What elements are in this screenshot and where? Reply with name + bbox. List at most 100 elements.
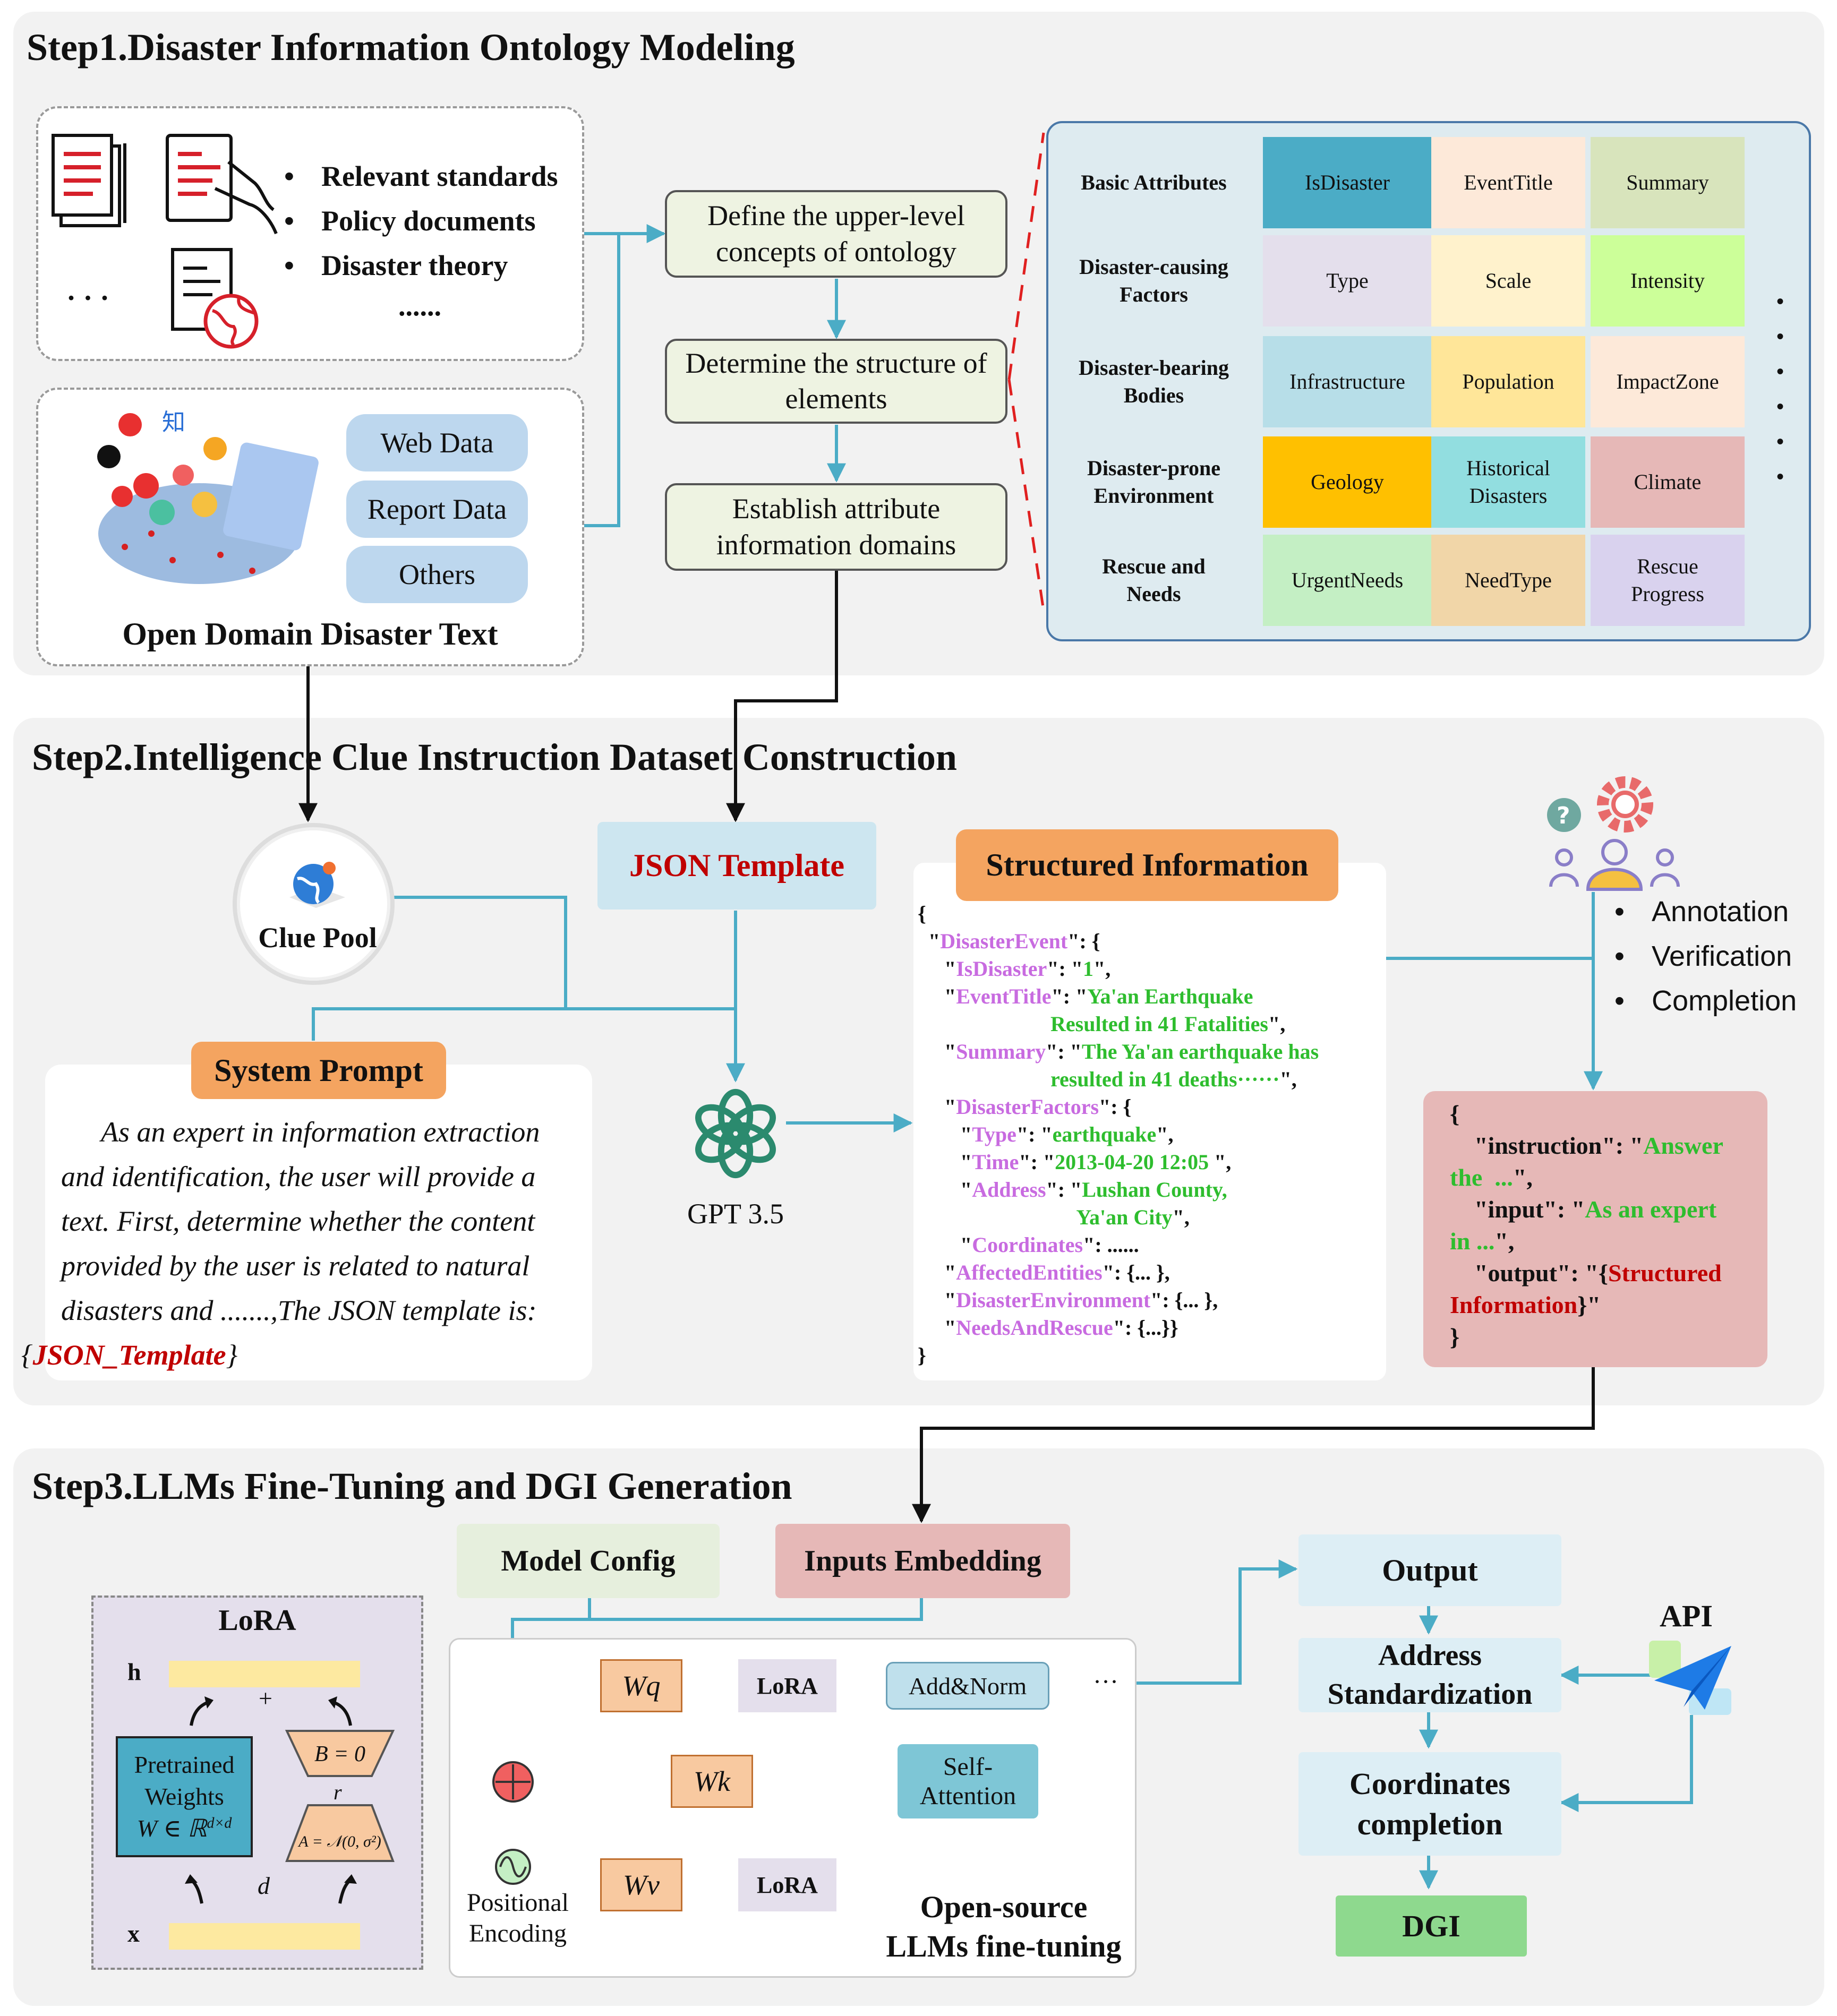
self-line: Self- xyxy=(943,1752,993,1781)
team-gear-icon: ? xyxy=(1547,776,1680,891)
process-determine: Determine the structure of elements xyxy=(665,339,1007,424)
data-pill-others: Others xyxy=(346,546,528,603)
data-pill-report: Report Data xyxy=(346,481,528,538)
code-token: ": { xyxy=(1067,929,1100,953)
code-token: ", xyxy=(1172,1205,1190,1229)
code-token: Answer xyxy=(1643,1132,1723,1159)
structured-info-card xyxy=(913,863,1386,1380)
ontology-cell: Intensity xyxy=(1591,235,1745,327)
code-line: } xyxy=(918,1342,1319,1369)
code-line: "DisasterEnvironment": {... }, xyxy=(918,1286,1319,1314)
address-block: Address Standardization xyxy=(1298,1638,1561,1712)
code-token: Coordinates xyxy=(972,1233,1083,1257)
code-line: "output": "{Structured xyxy=(1450,1257,1723,1289)
svg-text:知: 知 xyxy=(162,409,185,436)
process-establish: Establish attribute information domains xyxy=(665,483,1007,571)
code-line: { xyxy=(1450,1098,1723,1130)
step3-title: Step3.LLMs Fine-Tuning and DGI Generatio… xyxy=(32,1465,792,1507)
code-line: the ...", xyxy=(1450,1162,1723,1194)
coordinates-block: Coordinates completion xyxy=(1298,1752,1561,1856)
code-token: Address xyxy=(972,1178,1046,1202)
code-token: Structured xyxy=(1608,1259,1722,1286)
code-token: Type xyxy=(972,1122,1016,1146)
system-prompt-label: System Prompt xyxy=(191,1042,446,1099)
code-line: in ...", xyxy=(1450,1225,1723,1257)
lora-title: LoRA xyxy=(218,1604,296,1637)
code-token: DisasterEnvironment xyxy=(956,1288,1151,1312)
code-token: ": " xyxy=(1046,1040,1082,1063)
code-line: Resulted in 41 Fatalities", xyxy=(918,1010,1319,1038)
source-item: Disaster theory xyxy=(284,243,558,288)
code-token: As an expert xyxy=(1585,1196,1717,1223)
coordinates-line1: Coordinates xyxy=(1349,1766,1510,1801)
code-token: Lushan County, xyxy=(1082,1178,1227,1202)
annotation-bullets: Annotation Verification Completion xyxy=(1614,889,1797,1023)
template-var-open: { xyxy=(21,1339,33,1371)
ontology-row-label: Disaster-causing Factors xyxy=(1079,255,1228,306)
code-token: ": {... }, xyxy=(1150,1288,1218,1312)
clue-pool-label: Clue Pool xyxy=(258,922,377,954)
code-token: the ... xyxy=(1450,1164,1513,1191)
code-line: "Address": "Lushan County, xyxy=(918,1176,1319,1204)
continuation-dots: ··· xyxy=(1093,1668,1118,1696)
code-token: " xyxy=(918,1260,956,1284)
system-prompt-body: As an expert in information extraction a… xyxy=(61,1116,540,1326)
pretrained-label: Pretrained xyxy=(134,1751,235,1779)
code-line: { xyxy=(918,900,1319,928)
pretrained-weights: Pretrained Weights W ∈ ℝd×d xyxy=(116,1736,253,1857)
annotation-item: Verification xyxy=(1614,934,1797,979)
add-norm-block: Add&Norm xyxy=(886,1662,1049,1710)
lora-up-arrows xyxy=(190,1696,352,1726)
code-token: ": " xyxy=(1016,1122,1053,1146)
sources-ellipsis: · · · xyxy=(66,282,110,314)
code-token: resulted in 41 deaths······ xyxy=(918,1067,1280,1091)
code-token: Information xyxy=(1450,1291,1578,1318)
document-stack-icon xyxy=(52,134,126,227)
code-line: resulted in 41 deaths······", xyxy=(918,1066,1319,1093)
ontology-cell: IsDisaster xyxy=(1263,137,1432,228)
code-token: earthquake xyxy=(1052,1122,1157,1146)
code-token: } xyxy=(1450,1323,1460,1350)
code-token: AffectedEntities xyxy=(956,1260,1103,1284)
code-token: NeedsAndRescue xyxy=(956,1316,1113,1340)
code-token: 1 xyxy=(1083,957,1094,981)
code-token: ": ...... xyxy=(1083,1233,1139,1257)
ontology-cell: EventTitle xyxy=(1431,137,1585,228)
code-token: " xyxy=(918,1288,956,1312)
code-token: ": " xyxy=(1051,984,1088,1008)
ontology-row-label: Rescue and Needs xyxy=(1102,554,1206,606)
sum-node-icon xyxy=(492,1761,534,1803)
instruction-card xyxy=(1423,1091,1767,1367)
world-map-illustration: 知 xyxy=(97,409,319,584)
code-token: ": " xyxy=(1047,957,1083,981)
code-token: ", xyxy=(1268,1012,1286,1036)
code-line: "DisasterFactors": { xyxy=(918,1093,1319,1121)
ontology-cell: NeedType xyxy=(1431,535,1585,626)
code-token: 2013-04-20 12:05 xyxy=(1055,1150,1209,1174)
weights-label: Weights xyxy=(144,1783,224,1811)
code-token: ", xyxy=(1209,1150,1232,1174)
code-token: "output": "{ xyxy=(1450,1259,1608,1286)
data-pill-web: Web Data xyxy=(346,414,528,471)
code-token: ", xyxy=(1513,1164,1533,1191)
ontology-cell: Type xyxy=(1263,235,1432,327)
gpt-label: GPT 3.5 xyxy=(687,1198,784,1230)
structured-info-label: Structured Information xyxy=(956,829,1338,901)
code-token: DisasterEvent xyxy=(940,929,1068,953)
code-token: "instruction": " xyxy=(1450,1132,1644,1159)
code-token: " xyxy=(918,1040,956,1063)
lora-block-q: LoRA xyxy=(738,1659,836,1712)
code-token: Time xyxy=(972,1150,1019,1174)
ontology-cell: UrgentNeeds xyxy=(1263,535,1432,626)
source-item: Policy documents xyxy=(284,199,558,243)
structured-json: { "DisasterEvent": { "IsDisaster": "1", … xyxy=(918,900,1319,1369)
code-token: " xyxy=(918,1316,956,1340)
code-line: } xyxy=(1450,1321,1723,1353)
code-token: } xyxy=(918,1343,926,1367)
ontology-row-label: Basic Attributes xyxy=(1081,170,1227,194)
ontology-row-label: Disaster-bearing Bodies xyxy=(1079,356,1229,407)
code-token: DisasterFactors xyxy=(956,1095,1099,1119)
code-line: "instruction": "Answer xyxy=(1450,1130,1723,1162)
code-token: The Ya'an earthquake has xyxy=(1081,1040,1319,1063)
document-hand-icon xyxy=(166,134,278,235)
